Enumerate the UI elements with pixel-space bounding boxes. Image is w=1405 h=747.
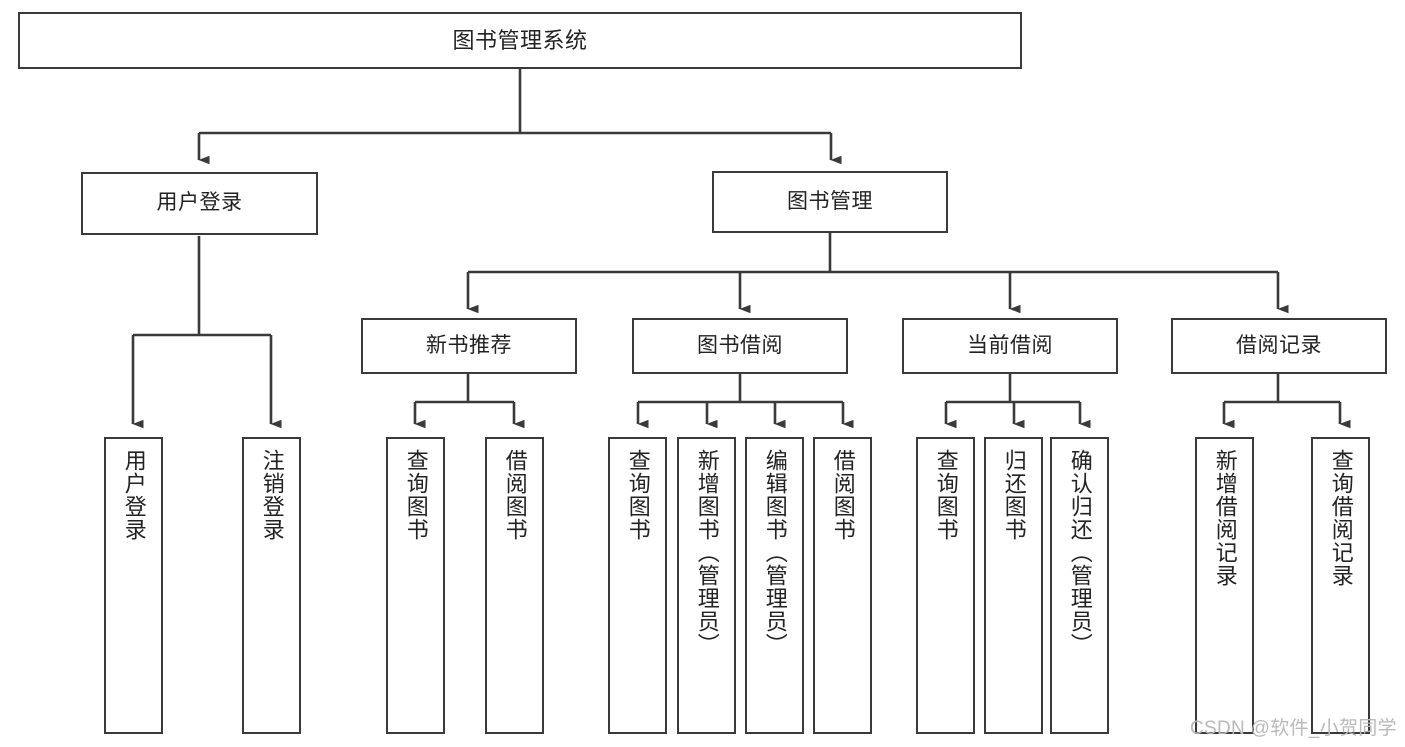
leaf-add-borrow-record[interactable]: 新增借阅记录 bbox=[1195, 437, 1254, 734]
leaf-user-login[interactable]: 用户登录 bbox=[104, 437, 163, 734]
leaf-edit-book-admin[interactable]: 编辑图书（管理员） bbox=[745, 437, 804, 734]
node-label: 确认归还（管理员） bbox=[1067, 449, 1093, 656]
leaf-query-book-current[interactable]: 查询图书 bbox=[916, 437, 975, 734]
node-label: 查询图书 bbox=[625, 449, 651, 541]
node-label: 编辑图书（管理员） bbox=[762, 449, 788, 656]
leaf-confirm-return-admin[interactable]: 确认归还（管理员） bbox=[1050, 437, 1109, 734]
node-label: 注销登录 bbox=[259, 449, 285, 541]
node-label: 查询图书 bbox=[403, 449, 429, 541]
node-root-book-management-system[interactable]: 图书管理系统 bbox=[18, 12, 1022, 69]
node-label: 用户登录 bbox=[121, 449, 147, 541]
leaf-borrow-book[interactable]: 借阅图书 bbox=[813, 437, 872, 734]
node-label: 图书借阅 bbox=[697, 333, 783, 357]
node-label: 查询图书 bbox=[933, 449, 959, 541]
node-label: 查询借阅记录 bbox=[1328, 449, 1354, 587]
node-label: 用户登录 bbox=[156, 191, 243, 215]
node-current-borrow[interactable]: 当前借阅 bbox=[902, 318, 1118, 374]
leaf-query-borrow-record[interactable]: 查询借阅记录 bbox=[1311, 437, 1370, 734]
node-label: 当前借阅 bbox=[967, 333, 1053, 357]
node-user-login[interactable]: 用户登录 bbox=[81, 172, 318, 235]
node-label: 图书管理 bbox=[787, 189, 873, 213]
watermark-text: CSDN @软件_小贺同学 bbox=[1190, 718, 1397, 739]
node-label: 归还图书 bbox=[1001, 449, 1027, 541]
leaf-add-book-admin[interactable]: 新增图书（管理员） bbox=[677, 437, 736, 734]
leaf-query-book-borrow[interactable]: 查询图书 bbox=[608, 437, 667, 734]
leaf-borrow-book-recommend[interactable]: 借阅图书 bbox=[485, 437, 544, 734]
node-label: 新书推荐 bbox=[426, 333, 512, 357]
leaf-user-logout[interactable]: 注销登录 bbox=[242, 437, 301, 734]
node-label: 借阅图书 bbox=[502, 449, 528, 541]
node-label: 借阅图书 bbox=[830, 449, 856, 541]
node-book-borrow[interactable]: 图书借阅 bbox=[632, 318, 848, 374]
leaf-query-book-recommend[interactable]: 查询图书 bbox=[386, 437, 445, 734]
node-label: 图书管理系统 bbox=[452, 27, 588, 53]
node-label: 新增图书（管理员） bbox=[694, 449, 720, 656]
node-label: 新增借阅记录 bbox=[1212, 449, 1238, 587]
node-label: 借阅记录 bbox=[1236, 333, 1322, 357]
node-borrow-record[interactable]: 借阅记录 bbox=[1171, 318, 1387, 374]
node-book-management[interactable]: 图书管理 bbox=[712, 171, 948, 233]
leaf-return-book[interactable]: 归还图书 bbox=[984, 437, 1043, 734]
node-new-book-recommend[interactable]: 新书推荐 bbox=[361, 318, 577, 374]
